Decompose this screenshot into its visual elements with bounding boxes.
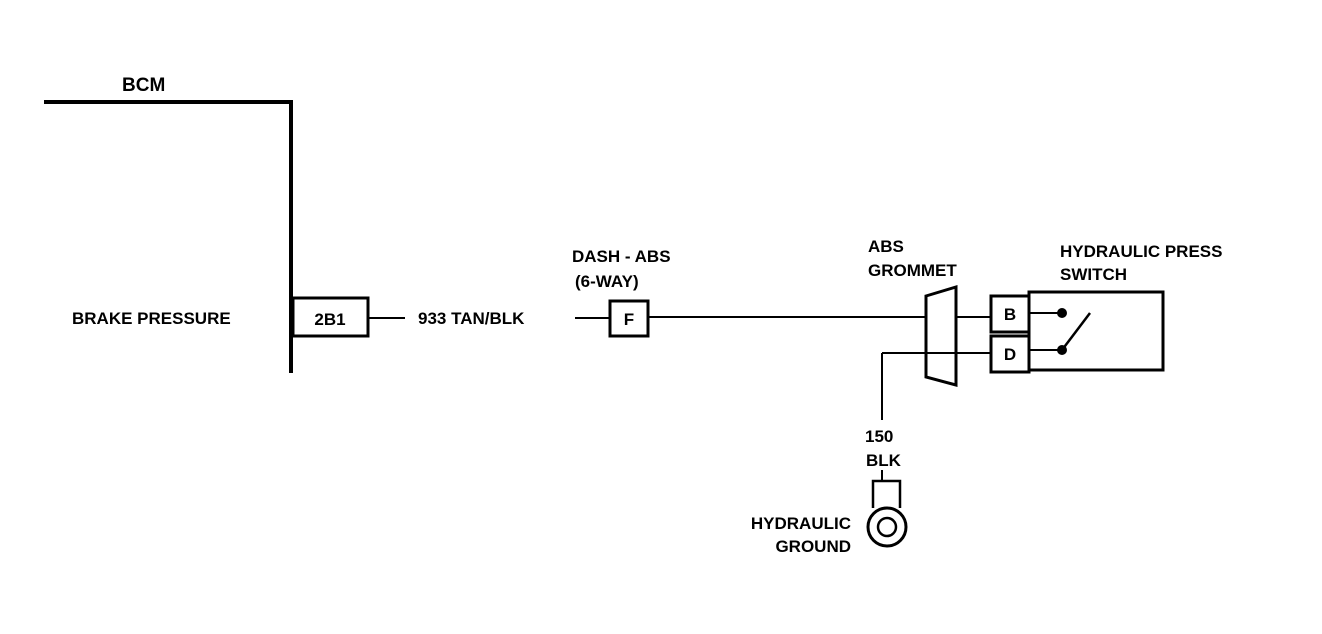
wire-933-label: 933 TAN/BLK [418, 309, 525, 328]
ground-lug-icon [871, 479, 902, 508]
dash-abs-label-line1: DASH - ABS [572, 247, 671, 266]
switch-blade [1061, 312, 1091, 351]
ground-label-line2: GROUND [775, 537, 851, 556]
switch-label-line1: HYDRAULIC PRESS [1060, 242, 1222, 261]
wire-150-label-line1: 150 [865, 427, 893, 446]
bcm-module: BCM BRAKE PRESSURE 2B1 [44, 75, 370, 373]
grommet-label-line2: GROMMET [868, 261, 957, 280]
ground-ring-inner [876, 516, 898, 538]
switch-pin-b-label: B [1004, 305, 1016, 324]
brake-pressure-label: BRAKE PRESSURE [72, 309, 231, 328]
bcm-pin-box [291, 296, 370, 338]
abs-grommet: ABS GROMMET [868, 237, 958, 387]
grommet-label-line1: ABS [868, 237, 904, 256]
hydraulic-press-switch: HYDRAULIC PRESS SWITCH B D [989, 242, 1222, 374]
dash-abs-pin-label: F [624, 310, 634, 329]
bcm-outline [44, 100, 293, 373]
wire-933: 933 TAN/BLK [368, 309, 610, 328]
bcm-title: BCM [122, 75, 165, 96]
grommet-shape [924, 284, 958, 387]
dash-abs-label-line2: (6-WAY) [575, 272, 639, 291]
bcm-pin-label: 2B1 [314, 310, 345, 329]
switch-body [1027, 290, 1165, 372]
switch-pin-d-box [989, 334, 1031, 374]
hydraulic-ground: HYDRAULIC GROUND [751, 479, 908, 556]
switch-pin-d-label: D [1004, 345, 1016, 364]
dash-abs-pin-box [608, 299, 650, 338]
dash-abs-connector: DASH - ABS (6-WAY) F [572, 247, 671, 338]
wire-150-label-line2: BLK [866, 451, 902, 470]
ground-label-line1: HYDRAULIC [751, 514, 851, 533]
wire-150: 150 BLK [865, 353, 902, 480]
switch-contact-b [1057, 308, 1067, 318]
switch-label-line2: SWITCH [1060, 265, 1127, 284]
